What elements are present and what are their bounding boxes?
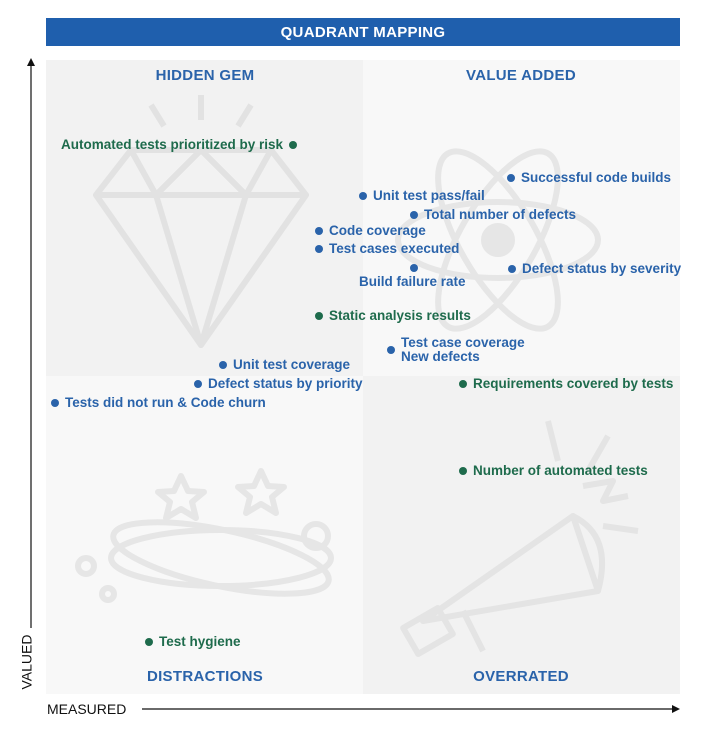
point-dot bbox=[315, 312, 323, 320]
quadrant-label-distractions: DISTRACTIONS bbox=[146, 668, 264, 685]
point-total-defects: Total number of defects bbox=[410, 207, 576, 223]
point-requirements-covered: Requirements covered by tests bbox=[459, 376, 673, 392]
point-label: Number of automated tests bbox=[473, 463, 648, 478]
chart-title: QUADRANT MAPPING bbox=[46, 18, 680, 46]
y-axis-arrow-icon bbox=[27, 58, 35, 66]
point-number-automated-tests: Number of automated tests bbox=[459, 463, 648, 479]
point-static-analysis: Static analysis results bbox=[315, 308, 471, 324]
point-dot bbox=[459, 380, 467, 388]
megaphone-icon bbox=[400, 420, 639, 657]
point-label: New defects bbox=[401, 349, 480, 364]
point-label: Requirements covered by tests bbox=[473, 376, 674, 391]
atom-icon bbox=[395, 148, 601, 332]
point-successful-code-builds: Successful code builds bbox=[507, 170, 671, 186]
point-dot bbox=[315, 227, 323, 235]
point-defect-status-priority: Defect status by priority bbox=[194, 376, 363, 392]
diamond-icon bbox=[93, 95, 309, 348]
point-unit-test-coverage: Unit test coverage bbox=[219, 357, 350, 373]
point-label: Test case coverage bbox=[401, 335, 525, 350]
point-dot bbox=[219, 361, 227, 369]
point-new-defects: New defects bbox=[401, 349, 480, 365]
stars-orbit-icon bbox=[75, 468, 334, 603]
point-label: Test hygiene bbox=[159, 634, 241, 649]
point-unit-test-pass-fail: Unit test pass/fail bbox=[359, 188, 485, 204]
x-axis-label: MEASURED bbox=[47, 701, 127, 717]
point-tests-did-not-run: Tests did not run & Code churn bbox=[51, 395, 266, 411]
point-label: Successful code builds bbox=[521, 170, 672, 185]
point-code-coverage: Code coverage bbox=[315, 223, 426, 239]
quadrant-label-hidden-gem: HIDDEN GEM bbox=[155, 67, 255, 84]
point-test-hygiene: Test hygiene bbox=[145, 634, 241, 650]
point-label: Code coverage bbox=[329, 223, 426, 238]
point-dot bbox=[194, 380, 202, 388]
point-dot-test-case-coverage bbox=[387, 346, 395, 354]
point-label: Tests did not run & Code churn bbox=[65, 395, 266, 410]
quadrant-distractions bbox=[46, 376, 363, 694]
point-automated-tests-prioritized: Automated tests prioritized by risk bbox=[61, 137, 298, 153]
point-dot bbox=[359, 192, 367, 200]
point-dot bbox=[410, 211, 418, 219]
point-label: Total number of defects bbox=[424, 207, 577, 222]
point-label: Defect status by priority bbox=[208, 376, 363, 391]
quadrant-overrated bbox=[363, 376, 680, 694]
point-dot bbox=[507, 174, 515, 182]
point-label: Automated tests prioritized by risk bbox=[61, 137, 284, 152]
point-test-case-coverage: Test case coverage bbox=[401, 335, 525, 351]
quadrant-label-value-added: VALUE ADDED bbox=[466, 67, 576, 84]
point-label: Defect status by severity bbox=[522, 261, 682, 276]
point-build-failure-rate: Build failure rate bbox=[359, 274, 466, 290]
point-test-cases-executed: Test cases executed bbox=[315, 241, 459, 257]
point-dot bbox=[51, 399, 59, 407]
point-defect-status-severity: Defect status by severity bbox=[508, 261, 681, 277]
point-label: Unit test pass/fail bbox=[373, 188, 485, 203]
point-dot bbox=[459, 467, 467, 475]
point-label: Unit test coverage bbox=[233, 357, 351, 372]
point-label: Static analysis results bbox=[329, 308, 471, 323]
quadrant-hidden-gem bbox=[46, 60, 363, 376]
point-dot bbox=[315, 245, 323, 253]
point-dot bbox=[145, 638, 153, 646]
point-label: Test cases executed bbox=[329, 241, 460, 256]
y-axis-label: VALUED bbox=[18, 634, 35, 690]
x-axis-arrow-icon bbox=[672, 705, 680, 713]
point-dot bbox=[289, 141, 298, 149]
point-dot bbox=[508, 265, 516, 273]
point-label: Build failure rate bbox=[359, 274, 466, 289]
quadrant-label-overrated: OVERRATED bbox=[473, 668, 569, 685]
point-dot-build-failure-rate bbox=[410, 264, 418, 272]
